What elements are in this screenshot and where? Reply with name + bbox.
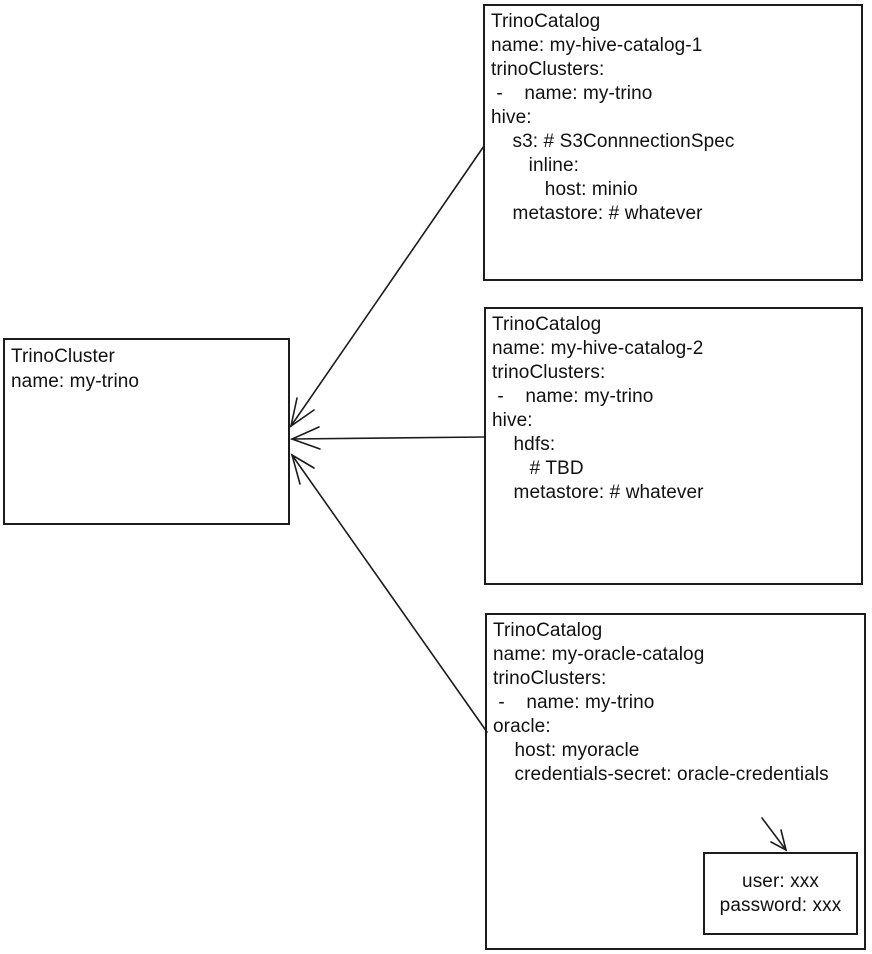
yaml-line: password: xxx	[719, 895, 842, 916]
trino-cluster-node: TrinoCluster name: my-trino	[3, 338, 290, 525]
yaml-line: user: xxx	[742, 871, 819, 892]
trino-catalog-node-hive-1: TrinoCatalog name: my-hive-catalog-1 tri…	[483, 4, 863, 281]
yaml-line: - name: my-trino	[493, 692, 655, 713]
connector-catalog2-to-cluster	[289, 426, 485, 450]
yaml-line: name: my-hive-catalog-1	[491, 35, 703, 56]
oracle-credentials-secret-box: user: xxx password: xxx	[703, 852, 858, 935]
node-title: TrinoCluster	[11, 346, 115, 367]
trino-catalog-node-hive-2: TrinoCatalog name: my-hive-catalog-2 tri…	[484, 307, 863, 585]
yaml-line: trinoClusters:	[491, 59, 605, 80]
yaml-line: s3: # S3ConnnectionSpec	[491, 131, 735, 152]
node-title: TrinoCatalog	[492, 314, 602, 335]
arrowhead-icon	[289, 426, 321, 450]
node-title: TrinoCatalog	[493, 620, 603, 641]
yaml-line: trinoClusters:	[493, 668, 607, 689]
yaml-line: metastore: # whatever	[491, 203, 703, 224]
connector-catalog3-to-cluster	[290, 453, 488, 733]
yaml-line: hive:	[491, 107, 532, 128]
yaml-line: name: my-oracle-catalog	[493, 644, 705, 665]
trino-catalog-node-oracle: TrinoCatalog name: my-oracle-catalog tri…	[485, 613, 866, 950]
yaml-line: host: minio	[491, 179, 638, 200]
yaml-line: name: my-trino	[11, 371, 140, 392]
yaml-line: host: myoracle	[493, 740, 640, 761]
yaml-line: inline:	[491, 155, 579, 176]
yaml-line: trinoClusters:	[492, 362, 606, 383]
yaml-line: hdfs:	[492, 434, 556, 455]
node-title: TrinoCatalog	[491, 11, 601, 32]
yaml-line: - name: my-trino	[492, 386, 654, 407]
yaml-line: oracle:	[493, 716, 551, 737]
yaml-line: metastore: # whatever	[492, 482, 704, 503]
arrowhead-icon	[290, 453, 315, 485]
yaml-line: hive:	[492, 410, 533, 431]
yaml-line: name: my-hive-catalog-2	[492, 338, 704, 359]
connector-catalog1-to-cluster	[289, 145, 485, 428]
yaml-line: - name: my-trino	[491, 83, 653, 104]
yaml-line: credentials-secret: oracle-credentials	[493, 764, 829, 785]
arrowhead-icon	[289, 397, 315, 428]
yaml-line: # TBD	[492, 458, 584, 479]
